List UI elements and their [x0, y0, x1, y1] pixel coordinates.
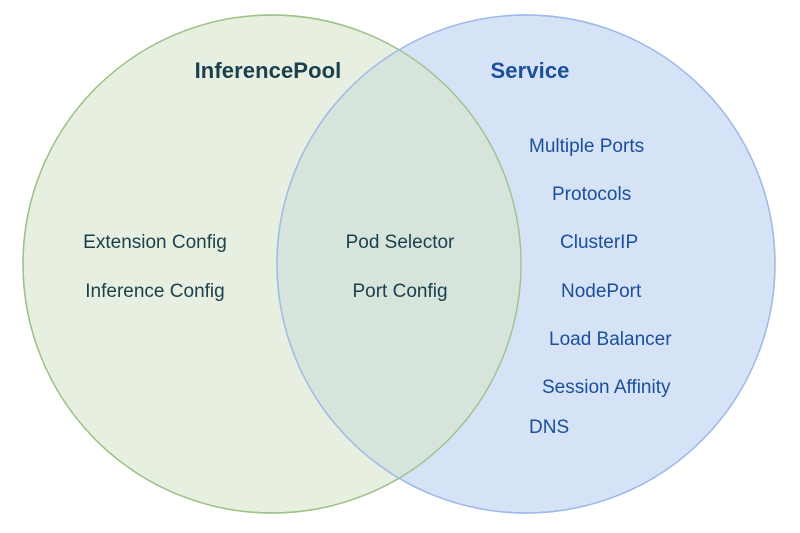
- right-item-nodeport: NodePort: [561, 281, 642, 302]
- right-circle-title: Service: [490, 58, 570, 83]
- intersection-region: [277, 15, 521, 513]
- right-item-multiple-ports: Multiple Ports: [529, 136, 645, 157]
- left-item-extension-config: Extension Config: [83, 232, 227, 253]
- left-circle-title: InferencePool: [194, 58, 342, 83]
- right-item-session-affinity: Session Affinity: [542, 377, 671, 398]
- right-item-protocols: Protocols: [552, 184, 632, 205]
- right-item-dns: DNS: [529, 417, 570, 438]
- left-item-inference-config: Inference Config: [85, 281, 225, 302]
- intersection-item-port-config: Port Config: [352, 281, 448, 302]
- right-item-clusterip: ClusterIP: [560, 232, 639, 253]
- right-circle-outline: [276, 14, 776, 514]
- intersection-item-pod-selector: Pod Selector: [345, 232, 455, 253]
- left-circle-outline: [22, 14, 522, 514]
- right-item-load-balancer: Load Balancer: [549, 329, 672, 350]
